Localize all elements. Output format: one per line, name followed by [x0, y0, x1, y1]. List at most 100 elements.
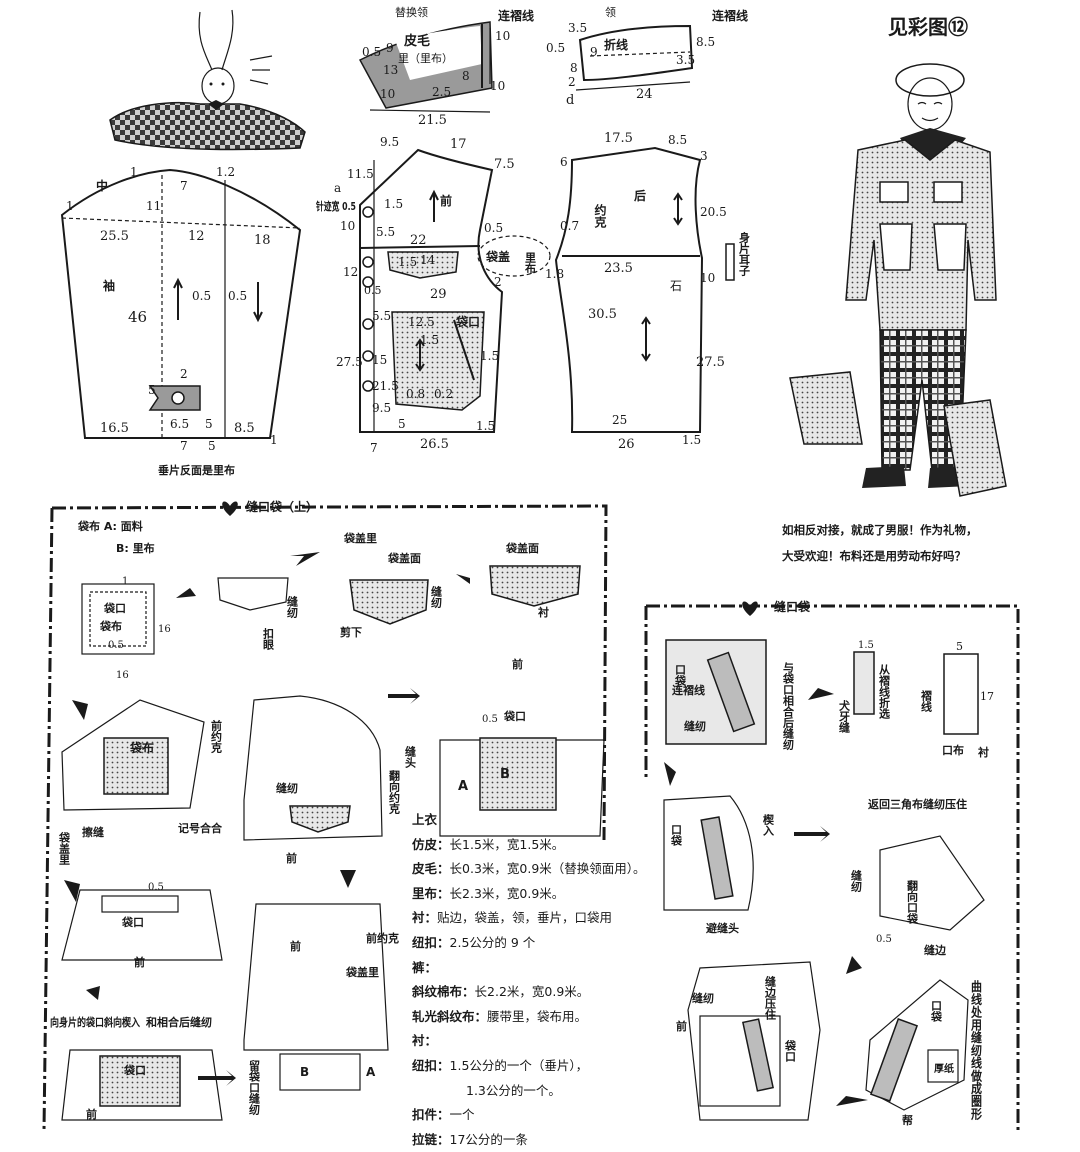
front-label-5: 前 [290, 939, 301, 953]
color-plate-ref: 见彩图⑫ [888, 15, 968, 39]
front-dim: 1.5 [476, 419, 495, 433]
front-dim: 10 [340, 219, 355, 233]
back-name: 后 [634, 188, 646, 203]
front-label-3: 前 [86, 1107, 97, 1121]
front-dim: 9.5 [372, 401, 391, 415]
front-dim: 17 [450, 137, 467, 152]
front-dim: 1.5 [398, 255, 417, 269]
front-dim: 15 [372, 353, 387, 367]
sleeve-dim: 25.5 [100, 229, 129, 244]
front-dim: 5.5 [372, 309, 391, 323]
front-dim: 1.5 [420, 333, 439, 347]
pocket-mouth-label: 袋口 [455, 314, 480, 329]
materials-title: 上衣 [412, 812, 438, 827]
pocket-label: 口袋 [674, 664, 688, 687]
front-dim: 0.5 [484, 221, 503, 235]
sleeve-dim: 2 [180, 367, 188, 381]
pocket-mouth-label-2: 袋口 [121, 915, 144, 929]
interfacing-label-2: 衬 [978, 745, 989, 759]
back-dim: 27.5 [696, 355, 725, 370]
replace-dim: 10 [380, 87, 395, 101]
sleeve-dim: 7 [180, 439, 188, 453]
back-dim: 26 [618, 437, 635, 452]
material-line: 裤： [412, 959, 438, 975]
pocket-a-label-2: A [458, 779, 468, 794]
collar-dim: 3.5 [568, 21, 587, 35]
replace-collar-title: 替换领 [395, 5, 428, 19]
sleeve-dim: 7 [180, 179, 188, 193]
return-triangle-label: 返回三角布缝纫压住 [868, 797, 967, 811]
front-dim: 7.5 [494, 157, 515, 172]
front-dim: 7 [370, 441, 378, 455]
front-dim: 9.5 [380, 135, 399, 149]
front-dim: 11.5 [347, 167, 374, 181]
front-dim: 12 [343, 265, 358, 279]
collar-dim: 9 [590, 45, 598, 59]
front-dim: 21.5 [372, 379, 399, 393]
baste-label: 擦缝 [82, 825, 104, 839]
right-pocket-dim: 17 [980, 690, 994, 703]
sleeve-dim: 8.5 [234, 421, 255, 436]
front-dim: a [334, 181, 341, 195]
front-yoke-label: 前约克 [210, 719, 223, 754]
pocket-b-label-2: B [500, 767, 510, 782]
top-pocket-dim: 1 [122, 576, 128, 587]
front-label: 前 [512, 657, 523, 671]
turn-pocket-label: 翻向口袋 [906, 879, 920, 925]
body-loop-label: 身片耳子 [738, 231, 751, 277]
collar-pattern: 领 连褶线 折线 3.5 0.5 9 8 2 8.5 3.5 d 24 [546, 6, 748, 108]
sleeve-dim: 5 [205, 417, 213, 431]
back-dim: 0.7 [560, 219, 579, 233]
lining-label: 里（里布） [398, 52, 453, 65]
sleeve-dim: 5 [148, 383, 156, 397]
collar-fold-label: 连褶线 [712, 8, 748, 23]
front-dim: 1.5 [384, 197, 403, 211]
cut-label: 剪下 [340, 625, 362, 639]
insert-note: 向身片的袋口斜向楔入 [50, 1015, 140, 1029]
material-line: 扣件：一个 [412, 1107, 475, 1123]
front-dim: 5 [398, 417, 406, 431]
replace-dim: 9 [386, 41, 394, 55]
collar-dim: 8 [570, 61, 578, 75]
right-pocket-dim: 0.5 [876, 934, 892, 945]
material-line: 衬： [412, 1033, 438, 1049]
right-pocket-title: 缝口袋 [774, 599, 811, 614]
front-dim: 0.5 [364, 284, 382, 297]
replacement-collar-pattern: 替换领 连褶线 皮毛 里（里布） 0.5 9 10 13 8 2.5 10 21… [358, 5, 534, 128]
fold-line-label-2: 连褶线 [672, 683, 705, 697]
placket-note: 针迹宽 0.5 [316, 199, 356, 213]
material-line: 仿皮：长1.5米，宽1.5米。 [412, 836, 565, 852]
pocket-b-label: B [300, 1065, 309, 1079]
sew-label: 缝纫 [286, 595, 299, 619]
material-line: 里布：长2.3米，宽0.9米。 [412, 885, 565, 901]
sleeve-note: 垂片反面是里布 [158, 463, 235, 477]
pocket-cloth-label: 袋布 [99, 619, 122, 633]
fabric-a-label: 袋布 A: 面料 [77, 519, 143, 533]
sleeve-dim: 16.5 [100, 421, 129, 436]
sleeve-name: 袖 [103, 278, 115, 293]
top-pocket-dim: 0.5 [108, 640, 124, 651]
thick-paper-label: 厚纸 [934, 1062, 954, 1075]
front-dim: 14 [420, 253, 436, 267]
fur-label: 皮毛 [403, 33, 430, 49]
flap-label: 袋盖 [485, 249, 510, 264]
back-dim: 23.5 [604, 261, 633, 276]
flap-face-label: 袋盖面 [387, 551, 421, 565]
collar-dim: 2 [568, 75, 576, 89]
replace-dim: 0.5 [362, 45, 381, 59]
replace-dim: 10 [490, 79, 505, 93]
pocket-cloth-label-a: 袋布 [129, 740, 154, 755]
sleeve-dim: 1 [270, 433, 278, 447]
flap-lining-label: 里布 [524, 252, 537, 275]
pocket-a-label: A [366, 1065, 376, 1079]
material-line: 衬：贴边，袋盖，领，垂片，口袋用 [412, 910, 613, 926]
sleeve-dim: 12 [188, 229, 205, 244]
front-dim: 22 [410, 233, 427, 248]
caption-line1: 如相反对接，就成了男服！作为礼物， [782, 523, 978, 537]
right-pocket-border [644, 604, 1020, 1130]
material-line: 1.3公分的一个。 [466, 1082, 561, 1098]
front-dim: 26.5 [420, 437, 449, 452]
fabric-b-label: B: 里布 [116, 541, 155, 555]
sleeve-dim: 18 [254, 233, 271, 248]
top-pocket-steps: 缝口袋（上） 袋布 A: 面料 B: 里布 袋盖里 袋盖面 袋盖面 缝纫 扣眼 … [50, 499, 605, 1121]
